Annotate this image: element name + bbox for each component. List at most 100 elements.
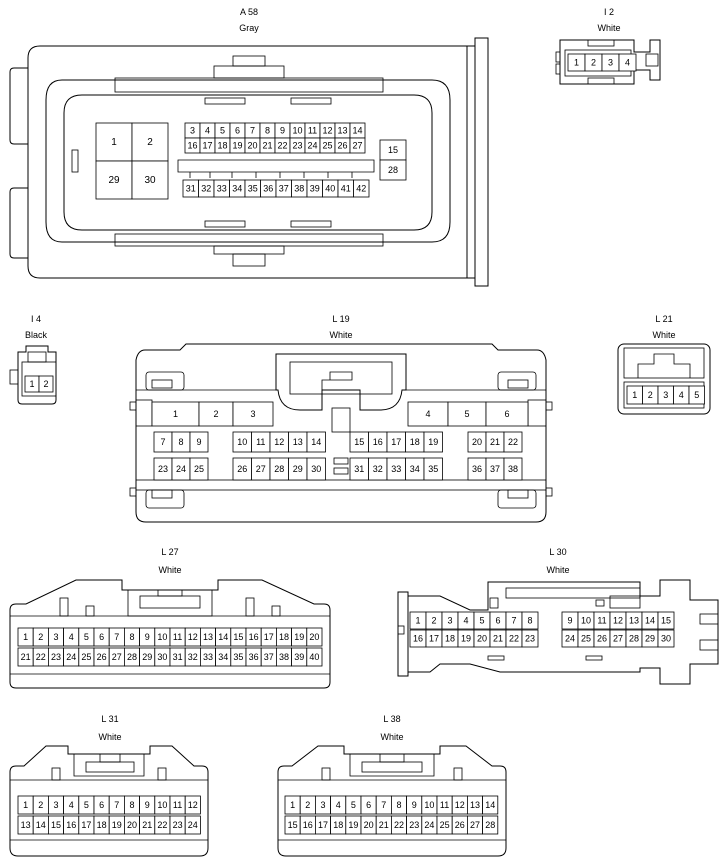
pin-label-l27-26: 26: [97, 652, 107, 662]
pin-cell-l19-35: [423, 457, 443, 481]
pin-label-l30-9: 9: [567, 616, 572, 626]
pin-label-l30-22: 22: [509, 634, 519, 644]
pin-cell-l30-30: [657, 629, 675, 648]
connector-l31-name: L 31: [101, 714, 118, 724]
pin-label-a58-8: 8: [265, 126, 270, 136]
pin-label-l30-3: 3: [447, 616, 452, 626]
pin-label-l30-28: 28: [629, 634, 639, 644]
pin-label-l30-26: 26: [597, 634, 607, 644]
pin-label-l19-29: 29: [293, 464, 303, 474]
pin-label-l31-12: 12: [188, 800, 198, 810]
pin-label-l27-2: 2: [38, 632, 43, 642]
connector-l30-body: [397, 579, 719, 685]
pin-label-l30-25: 25: [581, 634, 591, 644]
pin-label-l19-12: 12: [274, 437, 284, 447]
pin-label-l19-15: 15: [354, 437, 364, 447]
pin-label-l38-3: 3: [320, 800, 325, 810]
pin-cell-l21-5: [688, 385, 705, 405]
pin-label-l27-23: 23: [51, 652, 61, 662]
pin-label-l30-30: 30: [661, 634, 671, 644]
pin-label-l30-21: 21: [493, 634, 503, 644]
connector-l19-name: L 19: [332, 314, 349, 324]
pin-label-a58-6: 6: [235, 126, 240, 136]
pin-label-l30-17: 17: [429, 634, 439, 644]
pin-label-l21-5: 5: [694, 390, 699, 400]
pin-label-l19-6: 6: [504, 409, 509, 419]
pin-label-l30-8: 8: [527, 616, 532, 626]
pin-cell-l19-9: [189, 431, 209, 453]
pin-label-l30-20: 20: [477, 634, 487, 644]
connector-l21-body: [617, 343, 711, 415]
pin-label-a58-21: 21: [262, 141, 272, 151]
pin-label-a58-5: 5: [220, 126, 225, 136]
pin-label-l21-2: 2: [648, 390, 653, 400]
pin-label-l38-9: 9: [412, 800, 417, 810]
pin-label-l27-16: 16: [249, 632, 259, 642]
pin-label-l31-2: 2: [38, 800, 43, 810]
pin-label-a58-41: 41: [341, 184, 351, 194]
pin-label-l19-37: 37: [490, 464, 500, 474]
pin-label-l27-27: 27: [112, 652, 122, 662]
connector-l19-color: White: [329, 330, 352, 340]
pin-label-l19-34: 34: [410, 464, 420, 474]
connector-i2-body: [555, 39, 661, 85]
pin-label-l19-30: 30: [311, 464, 321, 474]
pin-label-l38-4: 4: [336, 800, 341, 810]
pin-label-l31-17: 17: [81, 820, 91, 830]
pin-label-l30-13: 13: [629, 616, 639, 626]
pin-label-a58-23: 23: [292, 141, 302, 151]
pin-label-a58-28: 28: [388, 165, 398, 175]
pin-label-a58-26: 26: [337, 141, 347, 151]
pin-label-l38-8: 8: [396, 800, 401, 810]
pin-label-l19-14: 14: [311, 437, 321, 447]
connector-l38-color: White: [380, 732, 403, 742]
pin-label-l27-3: 3: [53, 632, 58, 642]
pin-cell-l30-23: [521, 629, 539, 648]
pin-label-l19-9: 9: [196, 437, 201, 447]
pin-label-l27-14: 14: [218, 632, 228, 642]
pin-label-l21-1: 1: [632, 390, 637, 400]
pin-label-l38-11: 11: [440, 800, 449, 810]
pin-label-l38-7: 7: [381, 800, 386, 810]
pin-label-l31-8: 8: [129, 800, 134, 810]
connector-l30-color: White: [546, 565, 569, 575]
pin-label-l31-6: 6: [99, 800, 104, 810]
pin-label-l27-40: 40: [309, 652, 319, 662]
pin-label-a58-22: 22: [277, 141, 287, 151]
pin-label-a58-2: 2: [147, 137, 153, 148]
pin-label-l27-33: 33: [203, 652, 213, 662]
pin-label-l38-19: 19: [348, 820, 358, 830]
pin-cell-l19-38: [503, 457, 523, 481]
pin-cell-l38-14: [482, 795, 499, 815]
pin-label-l19-18: 18: [410, 437, 420, 447]
pin-label-l27-17: 17: [264, 632, 274, 642]
pin-label-a58-9: 9: [280, 126, 285, 136]
pin-label-l19-25: 25: [194, 464, 204, 474]
pin-label-l31-13: 13: [21, 820, 31, 830]
pin-label-a58-11: 11: [308, 126, 317, 136]
connector-l19-body: [129, 343, 553, 523]
pin-label-i2-4: 4: [625, 58, 630, 68]
connector-l38-body: [277, 745, 507, 857]
pin-label-l21-3: 3: [663, 390, 668, 400]
pin-label-l38-28: 28: [485, 820, 495, 830]
pin-label-l19-23: 23: [158, 464, 168, 474]
pin-label-l21-4: 4: [679, 390, 684, 400]
pin-label-a58-33: 33: [217, 184, 227, 194]
pin-cell-l30-8: [521, 611, 539, 630]
pin-label-l38-6: 6: [366, 800, 371, 810]
pin-label-l27-34: 34: [218, 652, 228, 662]
pin-label-l30-18: 18: [445, 634, 455, 644]
connector-a58-body: [9, 37, 489, 287]
pin-label-l31-15: 15: [51, 820, 61, 830]
pin-cell-l19-6: [485, 401, 529, 427]
pin-label-l38-5: 5: [351, 800, 356, 810]
pin-label-a58-18: 18: [217, 141, 227, 151]
pin-label-l19-38: 38: [508, 464, 518, 474]
pin-cell-l19-3: [232, 401, 274, 427]
